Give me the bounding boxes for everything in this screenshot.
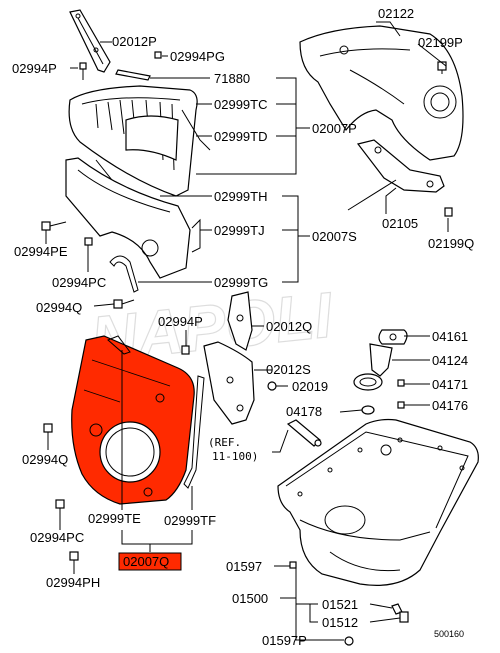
part-01597-drain-plug[interactable]: [289, 561, 297, 569]
label-04124[interactable]: 04124: [432, 353, 468, 368]
label-02007S[interactable]: 02007S: [312, 229, 357, 244]
part-01512-drain-plug[interactable]: [399, 611, 409, 623]
label-02999TE[interactable]: 02999TE: [88, 511, 141, 526]
part-02012Q-bracket[interactable]: [227, 291, 253, 351]
label-02012S[interactable]: 02012S: [266, 362, 311, 377]
label-02994PG[interactable]: 02994PG: [170, 49, 225, 64]
part-04124-oil-strainer[interactable]: [353, 343, 393, 391]
part-middle-timing-cover[interactable]: [65, 157, 201, 279]
label-02122[interactable]: 02122: [378, 6, 414, 21]
bolt-02994P-top[interactable]: [79, 62, 87, 80]
part-02999TE-gasket[interactable]: [107, 335, 131, 355]
part-04176-bolt[interactable]: [397, 401, 405, 409]
label-02007P[interactable]: 02007P: [312, 121, 357, 136]
bolt-02994Q-low[interactable]: [43, 423, 53, 442]
part-02012S-bracket[interactable]: [203, 341, 255, 425]
label-02999TD[interactable]: 02999TD: [214, 129, 267, 144]
bolt-02994PC-mid[interactable]: [84, 237, 93, 262]
part-02999TG-gasket[interactable]: [109, 255, 139, 293]
label-02007Q[interactable]: 02007Q: [123, 554, 169, 569]
label-01597[interactable]: 01597: [226, 559, 262, 574]
part-02012P-gasket-strip[interactable]: [69, 9, 111, 73]
label-ref-line1: (REF.: [208, 436, 241, 449]
bolt-02994PG[interactable]: [154, 51, 162, 59]
label-71880[interactable]: 71880: [214, 71, 250, 86]
label-01512[interactable]: 01512: [322, 615, 358, 630]
label-04176[interactable]: 04176: [432, 398, 468, 413]
part-04171-bolt[interactable]: [397, 379, 405, 387]
part-04161-gasket[interactable]: [378, 329, 408, 345]
label-02199Q[interactable]: 02199Q: [428, 236, 474, 251]
label-01521[interactable]: 01521: [322, 597, 358, 612]
label-02199P[interactable]: 02199P: [418, 35, 463, 50]
bolt-02994PH[interactable]: [69, 551, 79, 570]
label-02007Q-highlight-box: [118, 552, 182, 571]
label-02019[interactable]: 02019: [292, 379, 328, 394]
label-02012P[interactable]: 02012P: [112, 34, 157, 49]
part-02019-grommet[interactable]: [267, 381, 277, 391]
part-01597P-bolt[interactable]: [344, 636, 354, 646]
part-02122-engine-bracket[interactable]: [299, 25, 464, 161]
part-71880-strip[interactable]: [115, 69, 151, 81]
label-02999TH[interactable]: 02999TH: [214, 189, 267, 204]
label-04178[interactable]: 04178: [286, 404, 322, 419]
label-02994PC-mid[interactable]: 02994PC: [52, 275, 106, 290]
diagram-id: 500160: [434, 629, 464, 639]
bolt-02994P-mid[interactable]: [181, 345, 190, 355]
label-02994P-mid[interactable]: 02994P: [158, 314, 203, 329]
bolt-02994PE[interactable]: [41, 221, 67, 231]
label-02999TG[interactable]: 02999TG: [214, 275, 268, 290]
bolt-02994PC-low[interactable]: [55, 499, 65, 520]
label-02994Q-low[interactable]: 02994Q: [22, 452, 68, 467]
part-upper-timing-cover[interactable]: [68, 85, 211, 199]
label-04161[interactable]: 04161: [432, 329, 468, 344]
leader-lines: [45, 21, 449, 641]
label-01500[interactable]: 01500: [232, 591, 268, 606]
bolt-02199Q[interactable]: [444, 207, 453, 217]
part-04178-gasket[interactable]: [361, 405, 375, 415]
part-01500-oil-pan[interactable]: [277, 418, 479, 586]
label-ref-line2: 11-100): [212, 450, 258, 463]
label-02994PC-low[interactable]: 02994PC: [30, 530, 84, 545]
label-02994Q-mid[interactable]: 02994Q: [36, 300, 82, 315]
label-02999TF[interactable]: 02999TF: [164, 513, 216, 528]
part-ref-11-100-guide[interactable]: [286, 419, 322, 447]
part-labels: 02012P 02994PG 02994P 71880 02999TC 0299…: [12, 6, 474, 648]
label-02999TC[interactable]: 02999TC: [214, 97, 267, 112]
label-02994PE[interactable]: 02994PE: [14, 244, 68, 259]
label-04171[interactable]: 04171: [432, 377, 468, 392]
label-02999TJ[interactable]: 02999TJ: [214, 223, 265, 238]
part-02007Q-lower-timing-cover[interactable]: [71, 335, 195, 505]
label-02105[interactable]: 02105: [382, 216, 418, 231]
label-02012Q[interactable]: 02012Q: [266, 319, 312, 334]
label-02994P-top[interactable]: 02994P: [12, 61, 57, 76]
label-02994PH[interactable]: 02994PH: [46, 575, 100, 590]
part-02999TF-gasket[interactable]: [183, 375, 205, 489]
label-01597P[interactable]: 01597P: [262, 633, 307, 648]
part-02105-bracket-arm[interactable]: [356, 139, 445, 193]
